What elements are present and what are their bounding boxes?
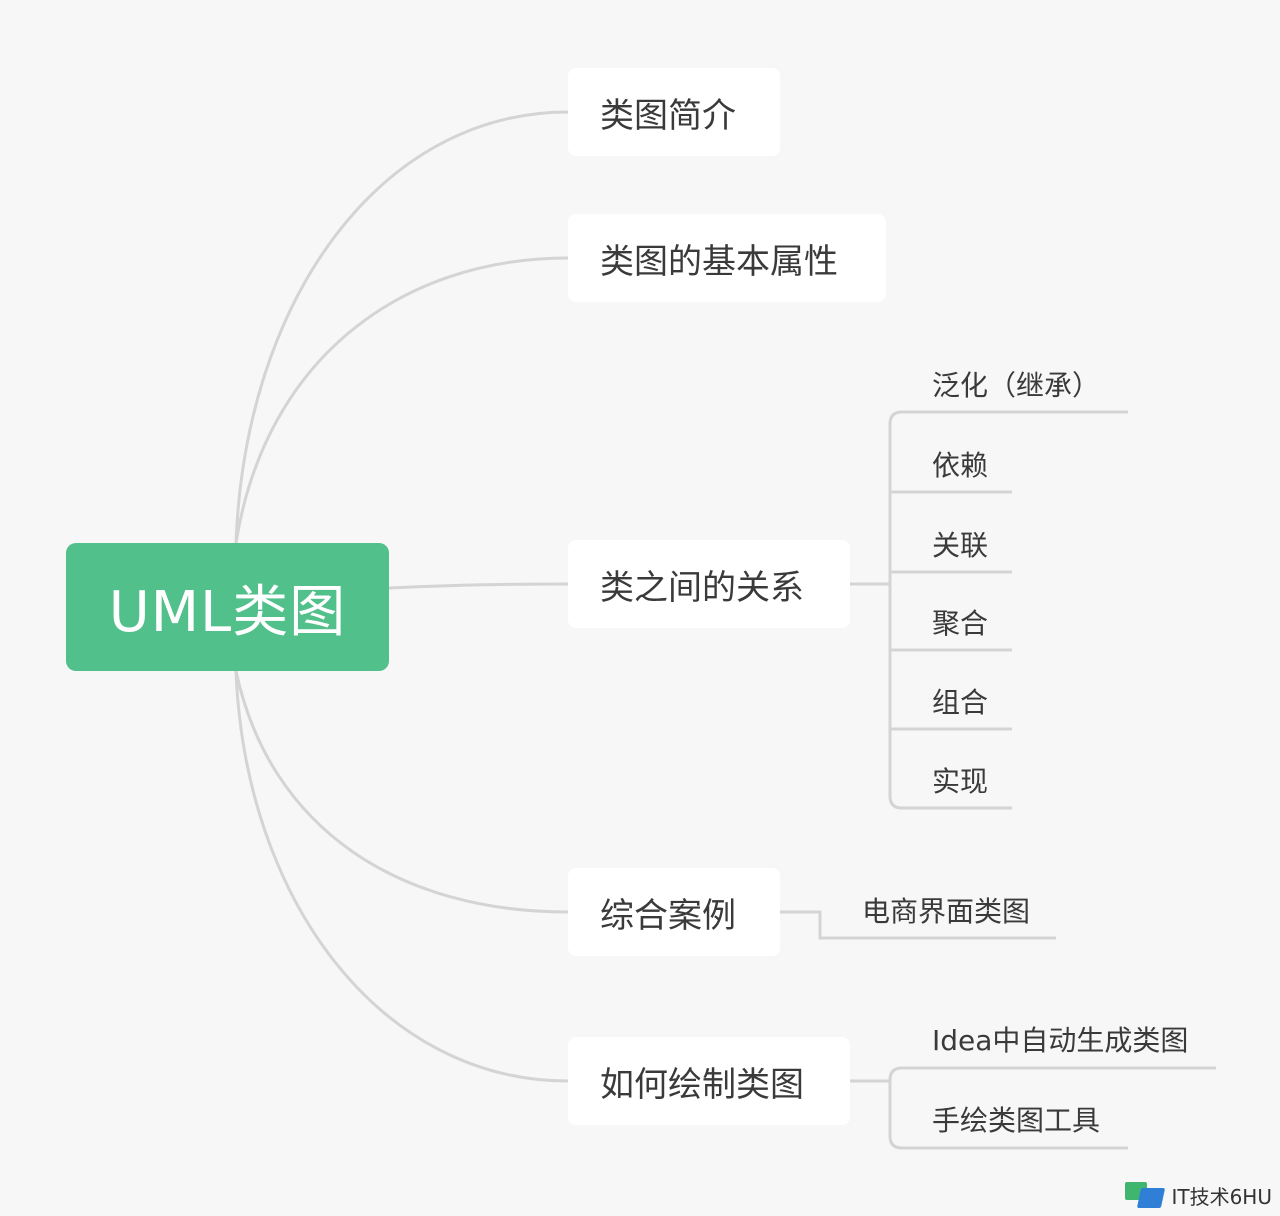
subtopic-association-label: 关联 — [932, 529, 989, 562]
subtopic-generalization[interactable]: 泛化（继承） — [932, 372, 1100, 400]
topic-basic-attrs-label: 类图的基本属性 — [600, 241, 838, 282]
root-node[interactable]: UML类图 — [66, 543, 389, 671]
subtopic-dependency[interactable]: 依赖 — [932, 452, 988, 480]
subtopic-association[interactable]: 关联 — [932, 532, 988, 560]
connector-relations-bracket — [888, 410, 1128, 810]
watermark: IT技术6HU — [1125, 1178, 1272, 1212]
subtopic-idea-autogen-label: Idea中自动生成类图 — [932, 1024, 1189, 1057]
subtopic-hand-draw-tools-label: 手绘类图工具 — [932, 1104, 1101, 1137]
subtopic-hand-draw-tools[interactable]: 手绘类图工具 — [932, 1107, 1100, 1135]
subtopic-aggregation[interactable]: 聚合 — [932, 610, 988, 638]
topic-case[interactable]: 综合案例 — [568, 868, 780, 956]
watermark-text: IT技术6HU — [1171, 1184, 1272, 1209]
subtopic-idea-autogen[interactable]: Idea中自动生成类图 — [932, 1027, 1188, 1055]
connector-root-relations — [388, 582, 569, 590]
subtopic-composition[interactable]: 组合 — [932, 689, 988, 717]
subtopic-generalization-label: 泛化（继承） — [932, 369, 1101, 402]
connector-root-basic — [234, 256, 569, 544]
subtopic-ecommerce-diagram-label: 电商界面类图 — [862, 895, 1031, 928]
topic-drawing-label: 如何绘制类图 — [600, 1064, 804, 1105]
subtopic-composition-label: 组合 — [932, 686, 989, 719]
subtopic-aggregation-label: 聚合 — [932, 607, 989, 640]
connector-root-case — [234, 670, 569, 914]
topic-relations-label: 类之间的关系 — [600, 567, 804, 608]
topic-case-label: 综合案例 — [600, 895, 736, 936]
subtopic-realization-label: 实现 — [932, 765, 989, 798]
topic-intro[interactable]: 类图简介 — [568, 68, 780, 156]
subtopic-ecommerce-diagram[interactable]: 电商界面类图 — [862, 898, 1030, 926]
connector-drawing-bracket — [888, 1066, 1216, 1150]
connector-root-drawing — [234, 670, 569, 1083]
connector-case-child — [780, 910, 1056, 940]
topic-drawing[interactable]: 如何绘制类图 — [568, 1037, 850, 1125]
root-label: UML类图 — [108, 579, 347, 645]
topic-intro-label: 类图简介 — [600, 95, 736, 136]
subtopic-dependency-label: 依赖 — [932, 449, 989, 482]
subtopic-realization[interactable]: 实现 — [932, 768, 988, 796]
topic-relations[interactable]: 类之间的关系 — [568, 540, 850, 628]
connector-root-intro — [234, 110, 569, 544]
watermark-logo-icon — [1125, 1180, 1166, 1210]
topic-basic-attrs[interactable]: 类图的基本属性 — [568, 214, 886, 302]
